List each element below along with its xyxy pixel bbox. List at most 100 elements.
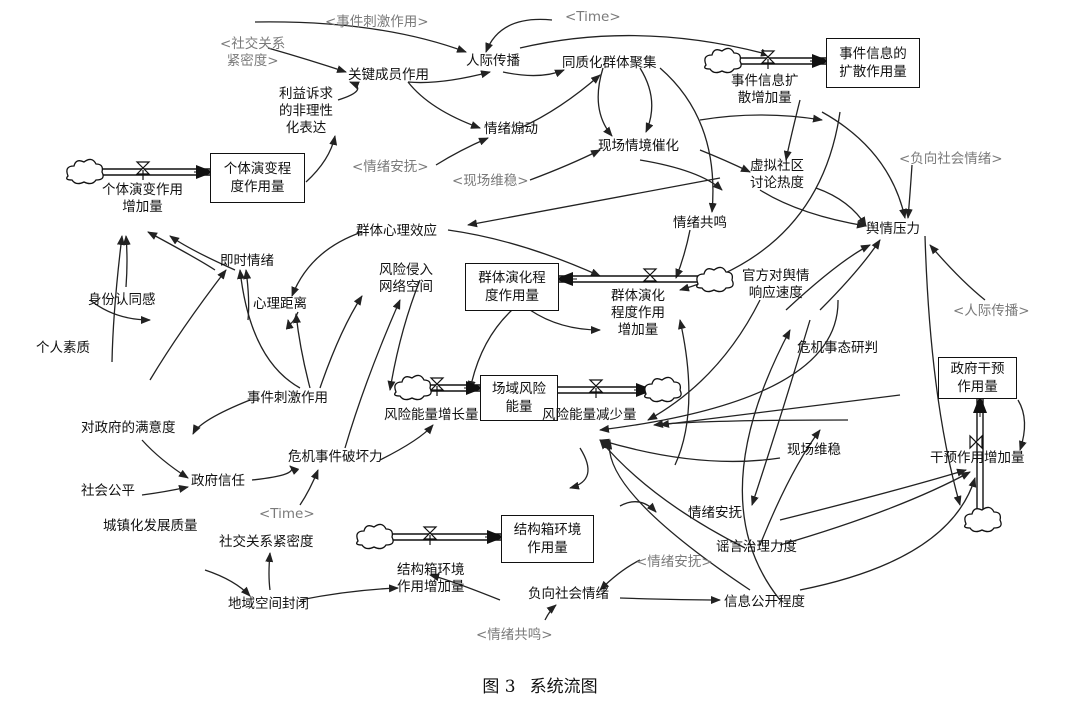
causal-links xyxy=(89,18,1027,621)
causal-link-28 xyxy=(147,231,216,271)
group-flow-valve xyxy=(642,268,658,282)
var-regional-closure: 地域空间封闭 xyxy=(228,596,309,612)
causal-link-44 xyxy=(299,469,319,506)
causal-link-64 xyxy=(619,501,657,513)
shadow-emotion-resonance: <情绪共鸣> xyxy=(476,627,553,643)
shadow-time-top: <Time> xyxy=(565,9,621,25)
cloud-risk-sink xyxy=(644,376,682,403)
individual-flow-valve xyxy=(135,161,151,175)
causal-link-36 xyxy=(387,279,421,391)
causal-link-0 xyxy=(254,21,467,53)
shadow-negative-emotion: <负向社会情绪> xyxy=(899,151,1003,167)
causal-link-73 xyxy=(1017,399,1027,451)
stock-government: 政府干预 作用量 xyxy=(938,357,1017,399)
causal-link-34 xyxy=(293,313,311,389)
causal-link-23 xyxy=(675,229,691,279)
stock-field-risk: 场域风险 能量 xyxy=(480,375,558,421)
causal-link-40 xyxy=(141,485,189,496)
shadow-time-bottom: <Time> xyxy=(259,506,315,522)
causal-link-57 xyxy=(741,329,791,601)
flow-structure-increase: 结构箱环境 作用增加量 xyxy=(397,562,465,595)
var-crisis-study: 危机事态研判 xyxy=(797,340,878,356)
causal-link-62 xyxy=(779,471,971,546)
var-identity: 身份认同感 xyxy=(88,292,156,308)
structure-flow-valve xyxy=(422,526,438,540)
causal-link-65 xyxy=(619,595,721,604)
causal-link-39 xyxy=(141,439,189,479)
var-instant-emotion: 即时情绪 xyxy=(220,253,274,269)
causal-link-51 xyxy=(599,438,781,463)
causal-link-27 xyxy=(122,235,131,288)
var-psych-distance: 心理距离 xyxy=(253,296,307,312)
causal-link-75 xyxy=(699,114,823,123)
var-gov-trust: 政府信任 xyxy=(191,473,245,489)
causal-link-71 xyxy=(265,552,274,591)
var-social-tie-density: 社交关系紧密度 xyxy=(219,534,314,550)
causal-link-55 xyxy=(599,439,746,549)
flow-risk-increase: 风险能量增长量 xyxy=(384,407,479,423)
causal-link-13 xyxy=(659,67,717,213)
var-scene-catalyst: 现场情境催化 xyxy=(598,138,679,154)
flow-event-increase: 事件信息扩 散增加量 xyxy=(731,73,799,106)
causal-link-32 xyxy=(243,269,252,321)
caption-title: 系统流图 xyxy=(529,677,598,697)
var-urbanization: 城镇化发展质量 xyxy=(103,518,198,534)
causal-link-45 xyxy=(467,309,513,391)
causal-link-22 xyxy=(639,159,723,191)
var-virtual-community: 虚拟社区 讨论热度 xyxy=(750,158,804,191)
causal-link-63 xyxy=(799,477,977,591)
var-homogenize: 同质化群体聚集 xyxy=(562,55,657,71)
shadow-event-stimulus: <事件刺激作用> xyxy=(325,14,429,30)
stock-structure: 结构箱环境 作用量 xyxy=(501,515,594,563)
var-event-stimulus: 事件刺激作用 xyxy=(247,390,328,406)
gov-flow-valve xyxy=(969,434,983,450)
causal-link-15 xyxy=(699,149,751,173)
event-flow-valve xyxy=(760,50,776,64)
var-opinion-pressure: 舆情压力 xyxy=(866,221,920,237)
causal-link-29 xyxy=(89,299,151,324)
var-group-psych: 群体心理效应 xyxy=(356,223,437,239)
causal-link-1 xyxy=(267,47,347,73)
flow-government-increase: 干预作用增加量 xyxy=(930,450,1025,466)
causal-link-41 xyxy=(251,465,300,481)
causal-link-58 xyxy=(819,239,881,311)
causal-link-17 xyxy=(759,189,867,229)
causal-link-18 xyxy=(904,164,913,219)
shadow-emotion-soothe-1: <情绪安抚> xyxy=(352,159,429,175)
var-scene-stability: 现场维稳 xyxy=(787,442,841,458)
risk-out-flow-valve xyxy=(588,379,604,393)
causal-link-21 xyxy=(467,177,721,228)
causal-link-4 xyxy=(502,69,565,78)
stock-individual: 个体演变程 度作用量 xyxy=(210,153,305,203)
causal-link-14 xyxy=(305,135,338,183)
causal-link-60 xyxy=(924,235,962,506)
causal-link-48 xyxy=(647,299,761,421)
causal-link-26 xyxy=(169,235,236,271)
var-key-member: 关键成员作用 xyxy=(348,67,429,83)
var-negative-emotion: 负向社会情绪 xyxy=(528,586,609,602)
var-official-response: 官方对舆情 响应速度 xyxy=(742,268,810,301)
causal-link-10 xyxy=(529,149,601,181)
causal-link-72 xyxy=(929,244,986,301)
cloud-group-source xyxy=(696,266,734,293)
cloud-structure-source xyxy=(356,523,394,550)
causal-link-5 xyxy=(407,70,491,84)
flow-pipes xyxy=(92,50,987,545)
causal-link-2 xyxy=(485,18,553,53)
causal-link-33 xyxy=(237,269,301,389)
var-interest: 利益诉求 的非理性 化表达 xyxy=(279,86,333,136)
var-personal-quality: 个人素质 xyxy=(36,340,90,356)
causal-link-68 xyxy=(599,559,641,591)
var-gov-satisfaction: 对政府的满意度 xyxy=(81,420,176,436)
cloud-individual-source xyxy=(66,158,104,185)
causal-link-11 xyxy=(639,67,654,133)
flow-individual-increase: 个体演变作用 增加量 xyxy=(102,182,183,215)
shadow-scene-stability: <现场维稳> xyxy=(452,173,529,189)
causal-link-30 xyxy=(111,235,125,363)
causal-link-76 xyxy=(569,447,589,490)
causal-link-7 xyxy=(337,81,360,101)
causal-link-8 xyxy=(519,74,601,129)
